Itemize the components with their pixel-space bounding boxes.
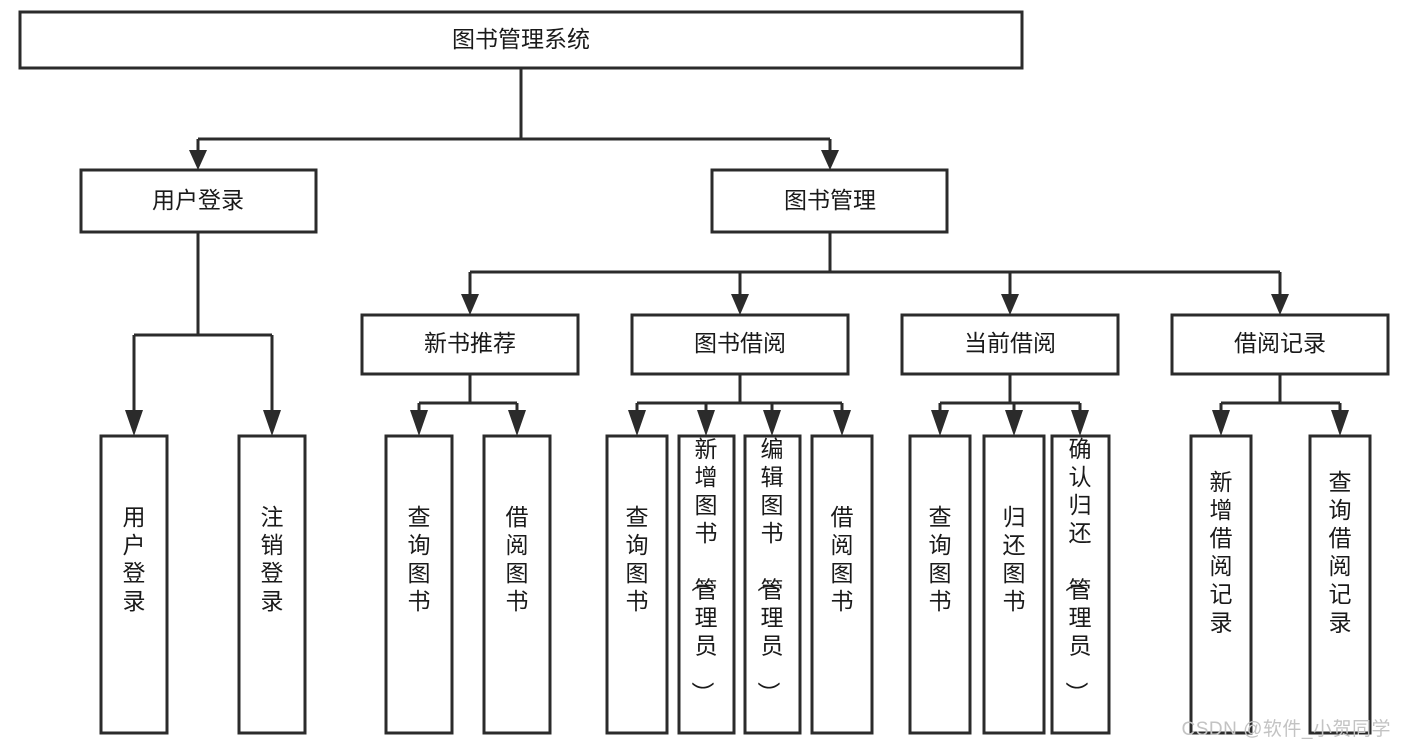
node-leaf-query-book-1-label: 查询图书 <box>408 504 431 614</box>
node-leaf-return-book-box[interactable] <box>982 434 1046 735</box>
node-leaf-edit-book[interactable]: 编辑图书（管理员） <box>743 434 802 735</box>
node-leaf-borrow-book-2[interactable]: 借阅图书 <box>810 434 874 735</box>
node-new-book-recommend-label: 新书推荐 <box>424 330 516 356</box>
node-leaf-query-book-1-box[interactable] <box>384 434 454 735</box>
node-leaf-borrow-book-1-box[interactable] <box>482 434 552 735</box>
arrowhead-leaf-borrow-book-1 <box>508 410 526 436</box>
node-leaf-query-borrow-record-box[interactable] <box>1308 434 1372 735</box>
node-leaf-borrow-book-2-label: 借阅图书 <box>831 504 854 614</box>
arrowhead-leaf-query-borrow-record <box>1331 410 1349 436</box>
node-leaf-query-book-2-label: 查询图书 <box>626 504 649 614</box>
node-book-management-label: 图书管理 <box>784 187 876 213</box>
node-current-borrow-label: 当前借阅 <box>964 330 1056 356</box>
node-borrow-record-label: 借阅记录 <box>1234 330 1326 356</box>
node-leaf-user-logout[interactable]: 注销登录 <box>237 434 307 735</box>
arrowhead-leaf-user-login <box>125 410 143 436</box>
node-root-box[interactable] <box>18 10 1024 70</box>
node-leaf-query-book-1[interactable]: 查询图书 <box>384 434 454 735</box>
node-leaf-confirm-return-box[interactable] <box>1050 434 1111 735</box>
node-root-label: 图书管理系统 <box>452 26 590 52</box>
node-leaf-user-logout-box[interactable] <box>237 434 307 735</box>
node-borrow-record-box[interactable] <box>1170 313 1390 376</box>
arrowhead-leaf-add-borrow-record <box>1212 410 1230 436</box>
arrowhead-leaf-confirm-return <box>1071 410 1089 436</box>
node-new-book-recommend[interactable]: 新书推荐 <box>360 313 580 376</box>
arrowhead-leaf-query-book-2 <box>628 410 646 436</box>
node-root[interactable]: 图书管理系统 <box>18 10 1024 70</box>
node-user-login-label: 用户登录 <box>152 187 244 213</box>
node-leaf-edit-book-box[interactable] <box>743 434 802 735</box>
node-leaf-add-book-label: 新增图书（管理员） <box>690 436 718 704</box>
node-leaf-query-book-2[interactable]: 查询图书 <box>605 434 669 735</box>
node-leaf-add-borrow-record[interactable]: 新增借阅记录 <box>1189 434 1253 735</box>
node-book-borrow-box[interactable] <box>630 313 850 376</box>
node-book-borrow[interactable]: 图书借阅 <box>630 313 850 376</box>
node-leaf-confirm-return-label: 确认归还（管理员） <box>1064 436 1092 704</box>
csdn-watermark: CSDN @软件_小贺同学 <box>1181 719 1391 740</box>
node-leaf-user-login[interactable]: 用户登录 <box>99 434 169 735</box>
node-leaf-borrow-book-2-box[interactable] <box>810 434 874 735</box>
node-current-borrow[interactable]: 当前借阅 <box>900 313 1120 376</box>
arrowhead-new-book-recommend <box>461 294 479 315</box>
node-leaf-confirm-return[interactable]: 确认归还（管理员） <box>1050 434 1111 735</box>
node-leaf-add-borrow-record-label: 新增借阅记录 <box>1210 469 1233 635</box>
arrowhead-book-borrow <box>731 294 749 315</box>
arrowhead-book-management <box>821 150 839 170</box>
arrowhead-leaf-return-book <box>1005 410 1023 436</box>
node-current-borrow-box[interactable] <box>900 313 1120 376</box>
node-leaf-query-book-2-box[interactable] <box>605 434 669 735</box>
node-leaf-add-book-box[interactable] <box>677 434 736 735</box>
node-leaf-user-logout-label: 注销登录 <box>261 504 284 614</box>
node-leaf-return-book-label: 归还图书 <box>1003 504 1026 614</box>
arrowhead-leaf-edit-book <box>763 410 781 436</box>
node-borrow-record[interactable]: 借阅记录 <box>1170 313 1390 376</box>
connector-layer <box>125 68 1349 436</box>
arrowhead-leaf-add-book <box>697 410 715 436</box>
node-leaf-user-login-box[interactable] <box>99 434 169 735</box>
arrowhead-leaf-user-logout <box>263 410 281 436</box>
node-user-login-box[interactable] <box>79 168 318 234</box>
arrowhead-user-login <box>189 150 207 170</box>
node-leaf-query-borrow-record[interactable]: 查询借阅记录 <box>1308 434 1372 735</box>
arrowhead-leaf-borrow-book-2 <box>833 410 851 436</box>
node-leaf-query-book-3-label: 查询图书 <box>929 504 952 614</box>
node-leaf-query-book-3-box[interactable] <box>908 434 972 735</box>
arrowhead-current-borrow <box>1001 294 1019 315</box>
node-leaf-query-borrow-record-label: 查询借阅记录 <box>1329 469 1352 635</box>
node-leaf-add-book[interactable]: 新增图书（管理员） <box>677 434 736 735</box>
node-book-borrow-label: 图书借阅 <box>694 330 786 356</box>
arrowhead-leaf-query-book-1 <box>410 410 428 436</box>
arrowhead-borrow-record <box>1271 294 1289 315</box>
node-leaf-query-book-3[interactable]: 查询图书 <box>908 434 972 735</box>
node-user-login[interactable]: 用户登录 <box>79 168 318 234</box>
node-new-book-recommend-box[interactable] <box>360 313 580 376</box>
node-leaf-borrow-book-1-label: 借阅图书 <box>506 504 529 614</box>
arrowhead-leaf-query-book-3 <box>931 410 949 436</box>
node-leaf-add-borrow-record-box[interactable] <box>1189 434 1253 735</box>
node-book-management[interactable]: 图书管理 <box>710 168 949 234</box>
node-leaf-return-book[interactable]: 归还图书 <box>982 434 1046 735</box>
node-leaf-borrow-book-1[interactable]: 借阅图书 <box>482 434 552 735</box>
node-leaf-edit-book-label: 编辑图书（管理员） <box>756 436 784 704</box>
node-book-management-box[interactable] <box>710 168 949 234</box>
node-leaf-user-login-label: 用户登录 <box>123 504 146 614</box>
